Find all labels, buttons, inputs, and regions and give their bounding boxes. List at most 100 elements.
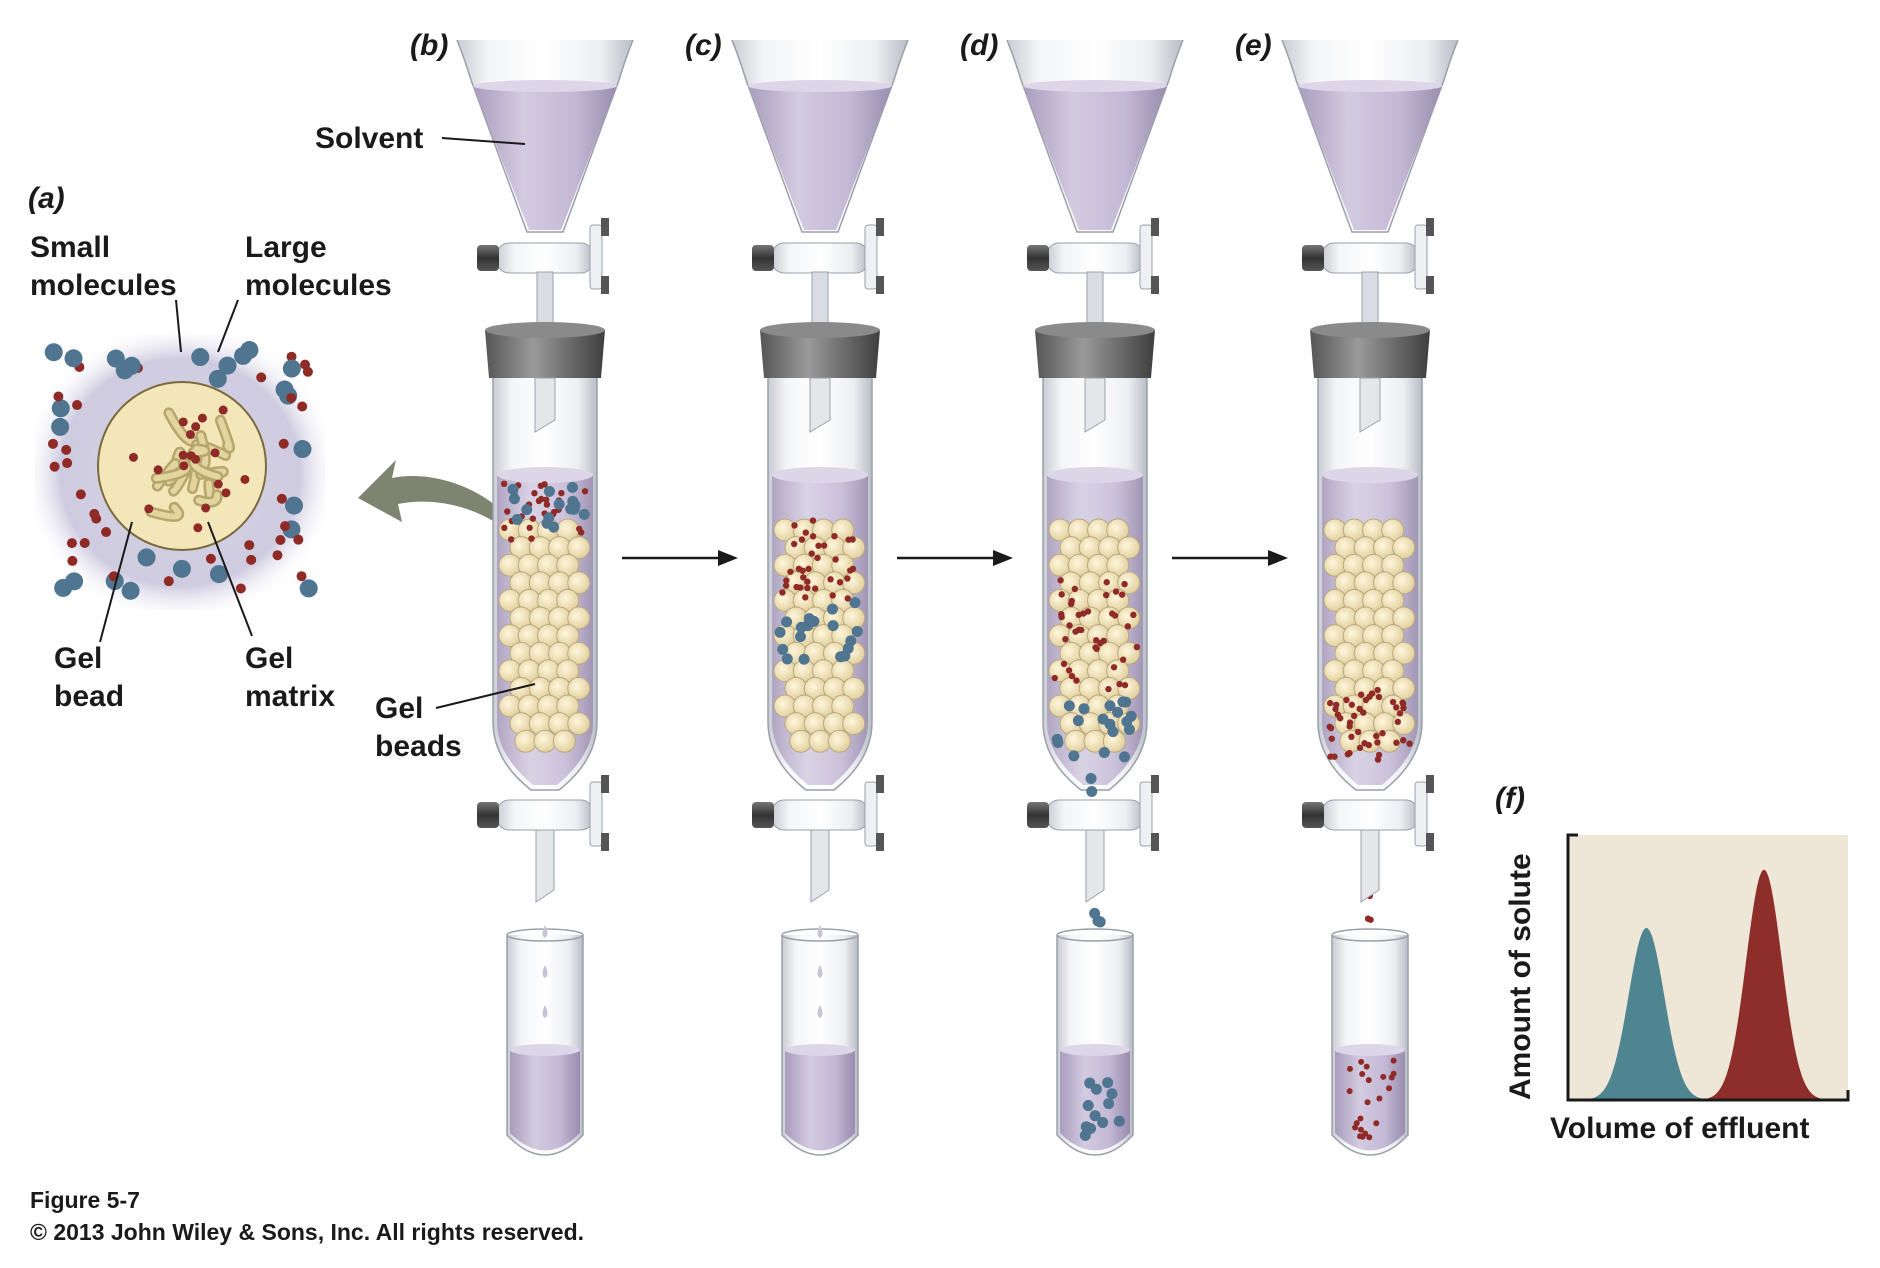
- small-molecule: [804, 584, 811, 592]
- test-tube-rim: [1331, 928, 1409, 942]
- small-molecule: [1111, 612, 1119, 619]
- small-molecule-in-bead: [197, 413, 207, 423]
- large-molecule: [1094, 916, 1106, 928]
- bottom-stopcock-handle-cap: [876, 833, 884, 851]
- small-molecule: [815, 542, 822, 549]
- top-stopcock-knob: [752, 245, 774, 271]
- small-molecule: [1075, 611, 1082, 619]
- top-stopcock-handle: [1414, 224, 1428, 290]
- small-molecule-collected: [1390, 1070, 1397, 1077]
- gel-bead: [567, 641, 591, 665]
- solvent-drop: [817, 925, 823, 938]
- small-molecule: [811, 585, 819, 592]
- small-molecule: [528, 535, 535, 542]
- gel-bead: [1117, 536, 1141, 560]
- large-molecule: [293, 440, 312, 459]
- gel-matrix-strand-highlight: [189, 446, 208, 456]
- gel-matrix-strand-highlight: [195, 491, 221, 506]
- inlet-tube: [809, 377, 831, 433]
- large-molecule: [1112, 706, 1124, 718]
- small-molecule: [581, 488, 589, 495]
- gel-bead: [1392, 606, 1416, 630]
- small-molecule: [800, 574, 807, 581]
- large-molecule: [798, 653, 810, 665]
- small-molecules-label-line2: molecules: [30, 269, 177, 302]
- small-molecule: [829, 592, 836, 599]
- small-molecule: [1133, 643, 1141, 651]
- small-molecule-collected: [1358, 1058, 1365, 1065]
- gel-bead: [567, 536, 591, 560]
- small-molecule: [1051, 674, 1058, 682]
- small-molecules-leader: [175, 299, 182, 353]
- large-molecule-collected: [1082, 1100, 1094, 1112]
- small-molecule-collected: [1365, 1077, 1372, 1084]
- large-molecule: [1051, 733, 1063, 745]
- small-molecule: [795, 565, 803, 573]
- gel-beads-label-line1: Gel: [375, 692, 423, 725]
- small-molecule: [1068, 672, 1076, 680]
- column-stopper-top: [1035, 322, 1155, 338]
- small-molecule: [782, 582, 790, 589]
- small-molecule: [531, 489, 538, 497]
- small-molecule-in-bead: [178, 450, 188, 460]
- large-molecules-label-line2: molecules: [245, 269, 392, 302]
- large-molecule-collected: [1106, 1088, 1118, 1100]
- solvent-drop: [542, 925, 548, 938]
- small-molecule: [61, 444, 72, 455]
- small-molecule: [79, 537, 90, 548]
- small-molecule-collected: [1359, 1071, 1366, 1078]
- gel-bead: [567, 712, 591, 736]
- small-molecule: [808, 550, 815, 557]
- small-molecule-in-bead: [213, 479, 223, 489]
- small-molecule: [296, 571, 307, 582]
- top-stopcock-handle-cap: [601, 218, 609, 236]
- small-molecule-in-bead: [191, 422, 201, 432]
- gel-matrix-leader: [207, 521, 253, 637]
- gel-bead: [842, 676, 866, 700]
- small-molecule: [1346, 749, 1353, 757]
- large-molecule: [781, 616, 793, 628]
- bottom-stopcock-handle-cap: [601, 833, 609, 851]
- small-molecule: [1364, 915, 1372, 922]
- small-molecule: [1116, 680, 1123, 688]
- top-stopcock-knob: [1027, 245, 1049, 271]
- small-molecule: [1105, 685, 1112, 693]
- funnel-solvent: [1298, 82, 1442, 230]
- small-molecule: [820, 542, 828, 549]
- small-molecule: [1365, 741, 1373, 749]
- process-arrows: [622, 550, 1288, 566]
- top-stopcock-handle-cap: [1151, 276, 1159, 294]
- solvent-drop: [817, 1005, 823, 1018]
- small-molecule: [1343, 696, 1350, 704]
- chart-series: [1568, 869, 1848, 1100]
- large-molecule: [240, 341, 259, 360]
- top-stopcock-handle-cap: [601, 276, 609, 294]
- bottom-stopcock-knob: [752, 802, 774, 828]
- small-molecule: [1331, 753, 1338, 760]
- small-molecule: [1374, 739, 1381, 746]
- large-molecule: [521, 504, 533, 516]
- small-molecule: [275, 535, 286, 546]
- small-molecule-in-bead: [185, 429, 195, 439]
- test-tube-rim: [1056, 928, 1134, 942]
- large-molecule: [1068, 750, 1080, 762]
- collected-effluent: [510, 1050, 580, 1151]
- large-molecule: [826, 603, 838, 615]
- collected-effluent: [1335, 1050, 1405, 1151]
- small-molecule: [1062, 636, 1069, 643]
- small-molecule: [790, 540, 798, 548]
- small-molecule-collected: [1357, 1126, 1364, 1133]
- large-molecule: [218, 356, 237, 375]
- small-molecule: [1394, 718, 1402, 726]
- large-molecule: [827, 620, 839, 632]
- columns: [456, 39, 1459, 1156]
- small-molecule: [543, 501, 551, 508]
- column-stopper: [1310, 330, 1430, 378]
- column-c: [731, 39, 909, 1156]
- large-molecule: [299, 579, 318, 598]
- bottom-stopcock-body: [771, 799, 869, 831]
- panel-d-label: (d): [960, 29, 998, 62]
- large-molecule: [774, 626, 786, 638]
- small-molecule: [272, 550, 283, 561]
- small-molecule: [836, 579, 844, 586]
